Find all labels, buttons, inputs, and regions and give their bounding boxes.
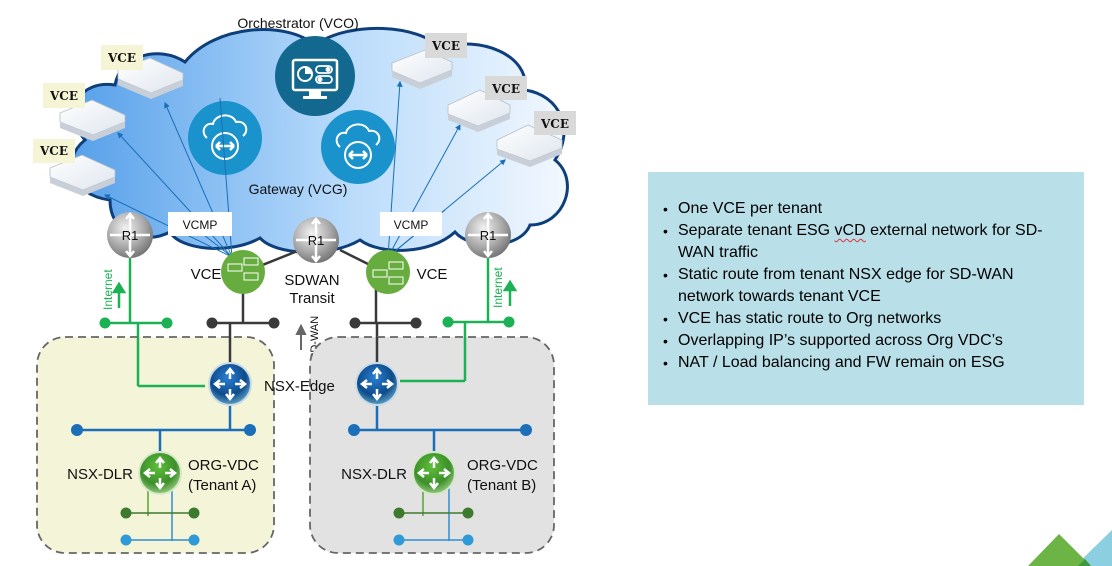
router-r1-center: R1 — [293, 216, 339, 264]
vce-device-2 — [59, 99, 126, 141]
orchestrator-label: Orchestrator (VCO) — [237, 15, 358, 31]
sdwan-arrow — [295, 323, 307, 350]
subnet-node — [188, 534, 200, 546]
vce-tag-4: VCE — [425, 33, 467, 58]
nsx-dlr-label-a: NSX-DLR — [67, 466, 133, 483]
svg-text:VCE: VCE — [491, 82, 520, 96]
vcmp-label-left: VCMP — [168, 212, 232, 236]
vce-label-left: VCE — [191, 266, 222, 283]
notes-panel: One VCE per tenant Separate tenant ESG v… — [648, 172, 1084, 405]
note-item: One VCE per tenant — [660, 198, 1070, 220]
gateway-label: Gateway (VCG) — [249, 181, 348, 197]
org-vdc-label-a: ORG-VDC — [188, 457, 259, 474]
tenant-a-label: (Tenant A) — [188, 477, 256, 494]
org-node — [244, 424, 256, 436]
transit-node — [206, 317, 218, 329]
note-item: Static route from tenant NSX edge for SD… — [660, 264, 1070, 308]
router-r1-right: R1 — [465, 211, 511, 259]
internet-label-right: Internet — [491, 267, 505, 308]
sdwan-transit-label-line1: SDWAN — [284, 272, 339, 289]
nsx-dlr-router-a — [138, 451, 182, 495]
gateway-icon-right — [321, 110, 395, 184]
nsx-edge-label: NSX-Edge — [264, 378, 335, 395]
transit-node — [349, 317, 361, 329]
note-item: VCE has static route to Org networks — [660, 308, 1070, 330]
note-item: NAT / Load balancing and FW remain on ES… — [660, 352, 1070, 374]
internet-arrow-right — [502, 279, 518, 306]
tenant-b-label: (Tenant B) — [467, 477, 536, 494]
nsx-edge-router-b — [355, 362, 399, 406]
internet-node — [99, 317, 111, 329]
vce-tag-2: VCE — [43, 83, 85, 108]
svg-text:VCE: VCE — [49, 89, 78, 103]
svg-text:VCE: VCE — [107, 51, 136, 65]
subnet-node — [120, 534, 132, 546]
subnet-node — [462, 507, 474, 519]
vce-tag-3: VCE — [33, 139, 75, 163]
svg-text:VCE: VCE — [431, 39, 460, 53]
internet-label-left: Internet — [101, 269, 115, 310]
spellcheck-flagged-word: vCD — [834, 222, 866, 239]
svg-text:R1: R1 — [308, 233, 325, 248]
nsx-dlr-label-b: NSX-DLR — [341, 466, 407, 483]
note-item: Separate tenant ESG vCD external network… — [660, 220, 1070, 264]
svg-text:R1: R1 — [122, 228, 139, 243]
gateway-icon-left — [188, 101, 262, 175]
orchestrator-icon — [275, 36, 355, 116]
org-node — [520, 424, 532, 436]
vce-tag-1: VCE — [101, 45, 143, 70]
subnet-node — [393, 507, 405, 519]
vce-tag-6: VCE — [534, 111, 576, 135]
vce-tag-5: VCE — [485, 76, 527, 100]
subnet-node — [393, 534, 405, 546]
transit-link-inside — [228, 337, 379, 366]
internet-link-inside — [136, 337, 467, 388]
subnet-node — [188, 507, 200, 519]
svg-text:R1: R1 — [480, 228, 497, 243]
vce-edge-left — [221, 250, 265, 294]
org-node — [348, 424, 360, 436]
internet-node — [503, 316, 515, 328]
vce-edge-right — [366, 250, 410, 294]
org-node — [71, 424, 83, 436]
subnet-node — [462, 534, 474, 546]
svg-text:VCMP: VCMP — [183, 218, 218, 232]
vce-device-3 — [49, 154, 116, 196]
notes-list: One VCE per tenant Separate tenant ESG v… — [660, 198, 1070, 374]
tenant-b-zone — [309, 336, 555, 554]
svg-text:VCE: VCE — [39, 144, 68, 158]
transit-node — [268, 317, 280, 329]
note-item: Overlapping IP’s supported across Org VD… — [660, 330, 1070, 352]
internet-node — [442, 316, 454, 328]
vce-label-right: VCE — [417, 266, 448, 283]
vcmp-label-right: VCMP — [380, 212, 442, 236]
corner-triangle-blue — [1075, 530, 1112, 566]
internet-node — [161, 317, 173, 329]
corner-triangle-green — [1028, 534, 1091, 566]
corner-triangle-overlap — [1078, 559, 1091, 566]
svg-text:VCE: VCE — [540, 117, 569, 131]
sdwan-transit-label-line2: Transit — [289, 290, 335, 307]
internet-arrow-left — [111, 281, 127, 308]
svg-text:VCMP: VCMP — [394, 218, 429, 232]
transit-node — [410, 317, 422, 329]
nsx-edge-router-a — [208, 362, 252, 406]
subnet-node — [120, 507, 132, 519]
vce-device-4 — [391, 49, 453, 89]
router-r1-left: R1 — [107, 211, 153, 259]
org-vdc-label-b: ORG-VDC — [467, 457, 538, 474]
nsx-dlr-router-b — [412, 451, 456, 495]
